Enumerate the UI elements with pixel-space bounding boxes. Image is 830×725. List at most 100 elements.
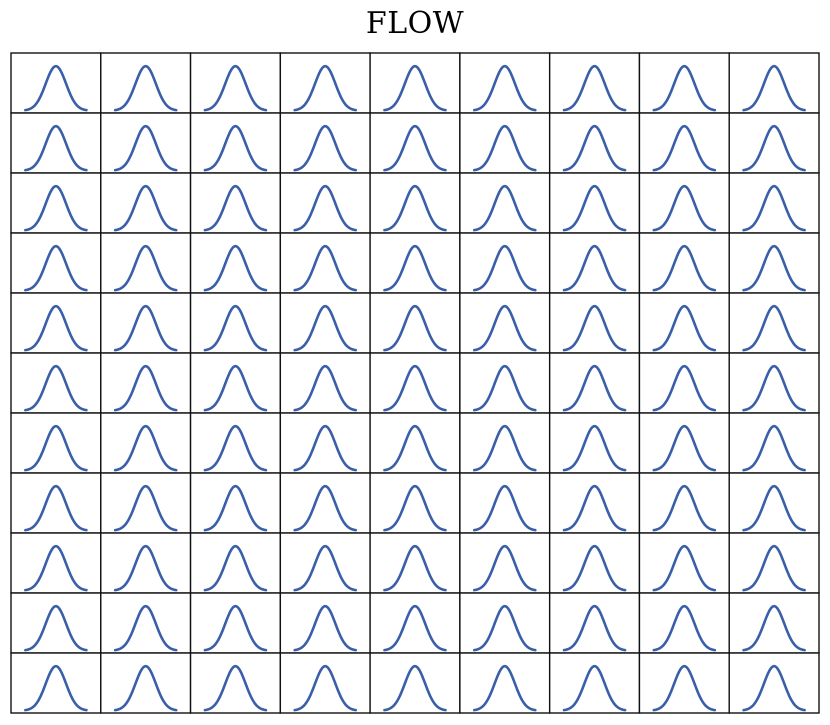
panel-r3-c1 [10, 172, 102, 234]
panel-r9-c3 [189, 532, 282, 594]
panel-r10-c7 [548, 592, 641, 654]
series-line [383, 424, 447, 472]
panel-r8-c6 [459, 472, 551, 534]
panel-frame [189, 232, 282, 294]
panel-r9-c7 [548, 532, 641, 594]
panel-frame [548, 112, 641, 174]
panel-frame [279, 592, 371, 654]
panel-r10-c8 [638, 592, 730, 654]
panel-frame [728, 292, 820, 354]
panel-r3-c3 [189, 172, 282, 234]
series-line [383, 304, 447, 352]
panel-r2-c3 [189, 112, 282, 174]
panel-r8-c2 [100, 472, 192, 534]
series-line [113, 364, 178, 412]
panel-frame [189, 172, 282, 234]
panel-r7-c3 [189, 412, 282, 474]
panel-r11-c3 [189, 652, 282, 714]
panel-frame [100, 532, 192, 594]
panel-r4-c3 [189, 232, 282, 294]
panel-r2-c9 [728, 112, 820, 174]
series-line [383, 64, 447, 112]
panel-r3-c5 [369, 172, 461, 234]
panel-r8-c8 [638, 472, 730, 534]
panel-frame [548, 292, 641, 354]
panel-frame [728, 652, 820, 714]
panel-frame [10, 412, 102, 474]
panel-frame [100, 292, 192, 354]
panel-r2-c7 [548, 112, 641, 174]
panel-frame [548, 232, 641, 294]
panel-frame [638, 172, 730, 234]
series-line [652, 64, 717, 112]
series-line [562, 664, 627, 712]
series-line [742, 244, 806, 292]
panel-r8-c1 [10, 472, 102, 534]
panel-r5-c2 [100, 292, 192, 354]
series-line [203, 544, 268, 592]
panel-r5-c4 [279, 292, 371, 354]
panel-r4-c5 [369, 232, 461, 294]
series-line [113, 244, 178, 292]
series-line [203, 484, 268, 532]
panel-r1-c2 [100, 52, 192, 114]
series-line [24, 484, 88, 532]
series-line [472, 64, 537, 112]
panel-frame [100, 352, 192, 414]
panel-frame [369, 232, 461, 294]
panel-r3-c8 [638, 172, 730, 234]
series-line [203, 304, 268, 352]
series-line [472, 604, 537, 652]
panel-frame [459, 412, 551, 474]
panel-frame [369, 52, 461, 114]
panel-frame [189, 112, 282, 174]
panel-frame [10, 652, 102, 714]
panel-r1-c1 [10, 52, 102, 114]
panel-frame [728, 52, 820, 114]
series-line [742, 664, 806, 712]
panel-r1-c4 [279, 52, 371, 114]
panel-r11-c1 [10, 652, 102, 714]
panel-frame [459, 292, 551, 354]
panel-frame [638, 352, 730, 414]
panel-r2-c2 [100, 112, 192, 174]
series-line [383, 124, 447, 172]
series-line [383, 244, 447, 292]
panel-frame [638, 592, 730, 654]
panel-frame [728, 592, 820, 654]
series-line [293, 64, 358, 112]
panel-r11-c4 [279, 652, 371, 714]
panel-frame [459, 472, 551, 534]
panel-r5-c8 [638, 292, 730, 354]
series-line [293, 664, 358, 712]
panel-frame [189, 472, 282, 534]
panel-frame [548, 532, 641, 594]
series-line [113, 544, 178, 592]
panel-frame [638, 292, 730, 354]
series-line [742, 304, 806, 352]
series-line [293, 484, 358, 532]
series-line [113, 124, 178, 172]
panel-frame [189, 52, 282, 114]
panel-frame [369, 412, 461, 474]
panel-frame [369, 172, 461, 234]
panel-r7-c6 [459, 412, 551, 474]
series-line [383, 364, 447, 412]
panel-frame [638, 52, 730, 114]
panel-r6-c3 [189, 352, 282, 414]
series-line [293, 364, 358, 412]
panel-frame [369, 532, 461, 594]
panel-frame [189, 412, 282, 474]
panel-r2-c4 [279, 112, 371, 174]
series-line [24, 364, 88, 412]
chart-title: FLOW [365, 6, 465, 41]
panel-frame [548, 472, 641, 534]
series-line [293, 124, 358, 172]
panel-r6-c6 [459, 352, 551, 414]
series-line [742, 424, 806, 472]
series-line [293, 424, 358, 472]
panel-r9-c9 [728, 532, 820, 594]
series-line [742, 64, 806, 112]
panel-frame [728, 352, 820, 414]
series-line [203, 244, 268, 292]
